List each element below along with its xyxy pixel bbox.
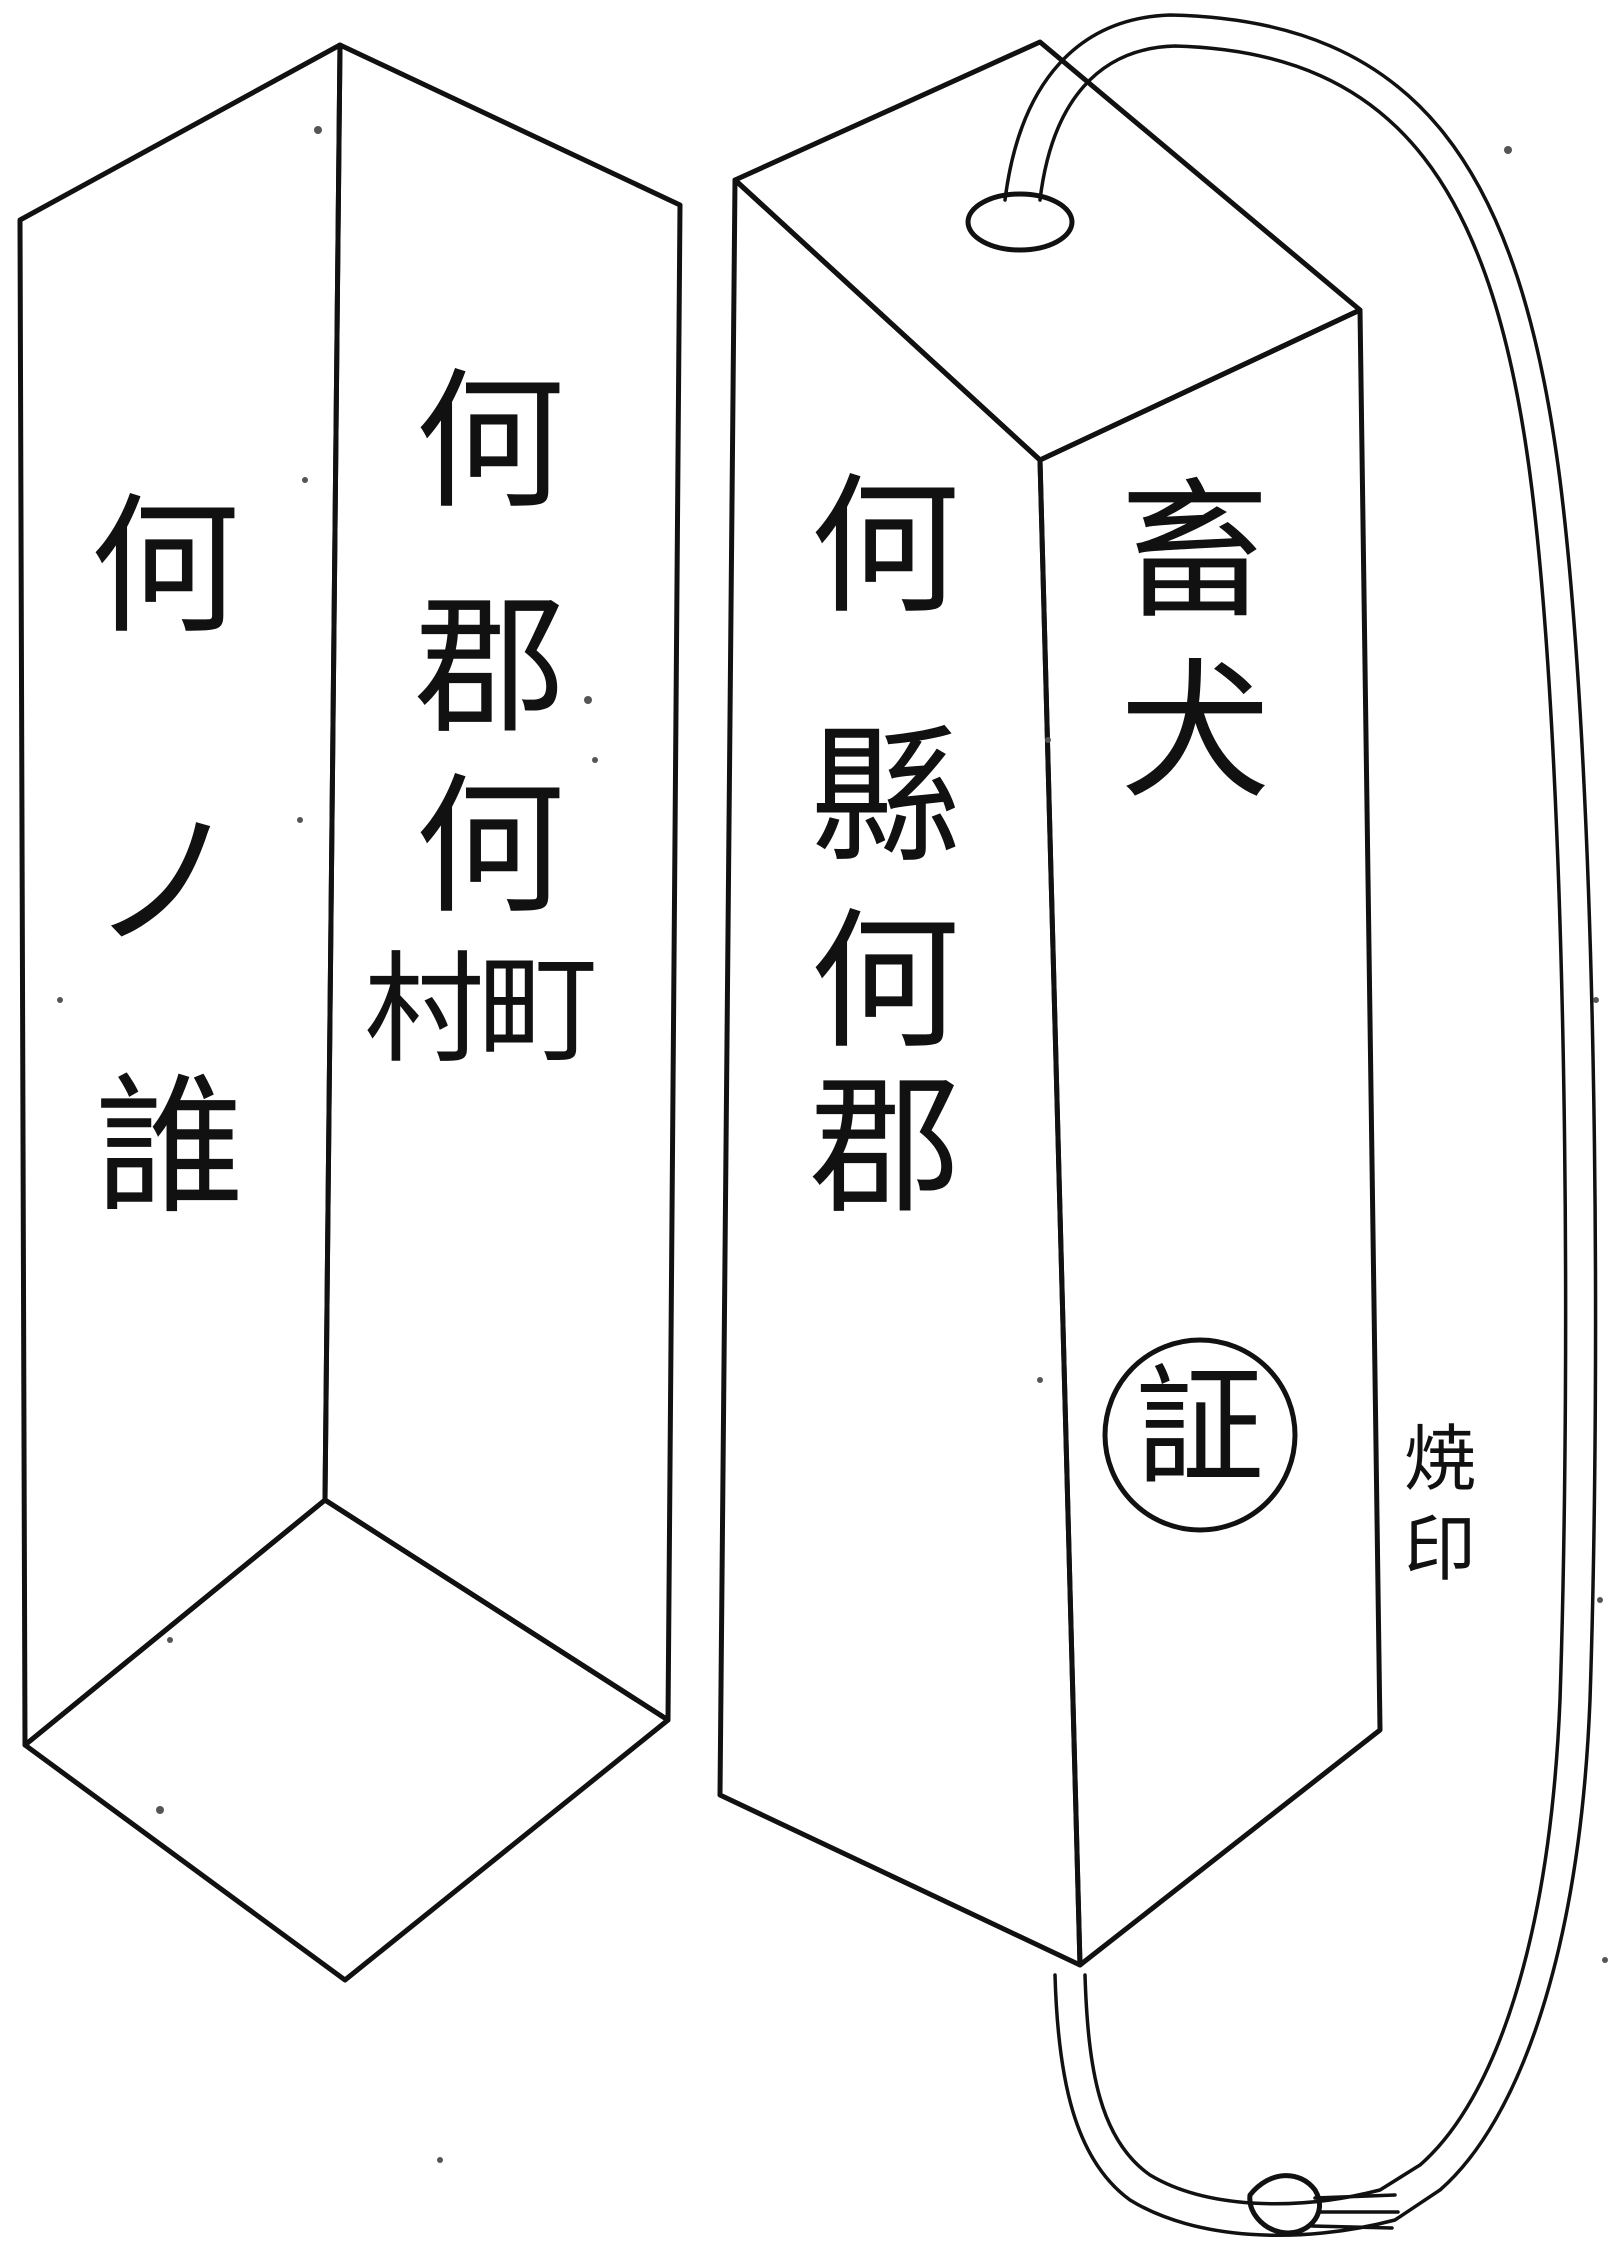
- stamp-note-char-2: 印: [1404, 1507, 1476, 1591]
- stamp-char: 証: [1136, 1353, 1264, 1502]
- right-side-char-2: 犬: [1120, 646, 1270, 820]
- left-side-char-4: 村町: [364, 941, 594, 1080]
- left-front-char-3: 誰: [95, 1061, 245, 1235]
- left-side-char-3: 何: [415, 761, 565, 935]
- left-tag-bottom-face: [22, 1497, 671, 1983]
- cord-eyelet: [965, 191, 1075, 253]
- right-front-char-2: 縣: [810, 711, 960, 885]
- stamp-note-char-1: 焼: [1404, 1417, 1476, 1501]
- cord-tassel: [1310, 2193, 1400, 2230]
- right-front-char-4: 郡: [810, 1061, 960, 1235]
- cord-outer-strand: [1003, 13, 1598, 2238]
- cord-inner-strand: [1038, 44, 1568, 2206]
- print-specks: [57, 126, 1608, 2163]
- left-side-char-1: 何: [415, 356, 565, 530]
- right-side-char-1: 畜: [1120, 466, 1270, 640]
- left-tag: 何 ノ 誰 何 郡 何 村町: [17, 42, 683, 1983]
- cord: [965, 13, 1598, 2238]
- left-front-char-2: ノ: [90, 796, 240, 970]
- right-front-char-1: 何: [810, 461, 960, 635]
- left-side-char-2: 郡: [415, 581, 565, 755]
- stamp-circle: [1102, 1337, 1298, 1533]
- right-front-char-3: 何: [810, 896, 960, 1070]
- right-tag-top-face: [732, 39, 1363, 463]
- left-front-char-1: 何: [90, 481, 240, 655]
- right-tag-side-face: [1037, 307, 1383, 1968]
- cord-knot: [1247, 2173, 1323, 2236]
- right-tag: 何 縣 何 郡 畜 犬 証 焼 印: [717, 39, 1476, 1968]
